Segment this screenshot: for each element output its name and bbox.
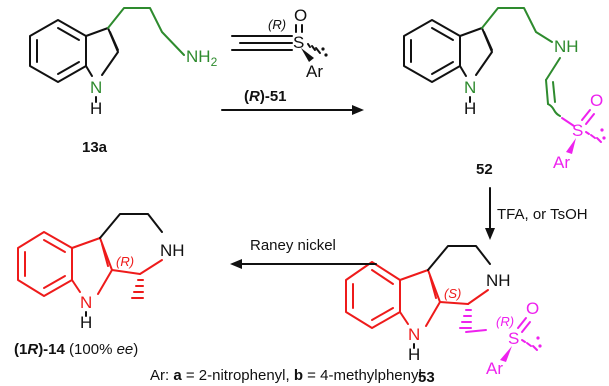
reaction-arrow-1	[221, 105, 364, 115]
dash-bond-51	[307, 43, 321, 54]
indole-h-14: H	[80, 313, 92, 332]
amine-label-13a: NH2	[186, 47, 218, 69]
ethylamine-chain-52	[481, 7, 553, 43]
nc1-bond-53	[467, 289, 489, 305]
dash-bond-52	[585, 131, 602, 143]
ethylamine-chain-13a	[107, 7, 185, 56]
pyrrole-ring-13a	[85, 27, 119, 77]
oxygen-atom-52: O	[590, 91, 603, 110]
compound-53-structure: NH (S) N H (R) S O	[345, 245, 542, 378]
lone-pair-dot	[324, 53, 328, 57]
so-double-bond-51	[295, 24, 303, 33]
alkyne-bonds-51	[231, 35, 293, 51]
amine-nh-label-53: NH	[486, 271, 511, 290]
compound-label-52: 52	[476, 161, 493, 178]
so-double-bond-52	[581, 109, 595, 125]
lone-pair-dot	[536, 336, 540, 340]
indole-n-13a: N	[90, 78, 102, 97]
indole-h-53: H	[408, 345, 420, 364]
piperidine-ring-14	[99, 213, 163, 239]
pyrrole-ring-53	[399, 269, 441, 327]
stereo-descriptor-14: (R)	[116, 254, 134, 269]
indole-h-52: H	[464, 99, 476, 118]
lone-pair-dot	[602, 136, 606, 140]
reaction-arrow-2	[485, 187, 495, 240]
sulfur-atom-52: S	[572, 121, 583, 140]
footnote-aryl-definitions: Ar: a = 2-nitrophenyl, b = 4-methylpheny…	[150, 367, 422, 384]
ch2-bond-53	[465, 329, 487, 333]
compound-label-53: 53	[418, 369, 435, 386]
sulfoxide-52: S O Ar	[553, 91, 606, 172]
condition-raney-nickel: Raney nickel	[250, 237, 336, 254]
sulfur-atom-53: S	[508, 329, 519, 348]
sulfoxide-53: S O Ar	[486, 299, 542, 378]
sulfur-atom-51: S	[293, 33, 304, 52]
stereo-descriptor-51: (R)	[268, 17, 286, 32]
benzene-ring-53	[345, 261, 401, 329]
compound-13a-structure: NH2 N H	[29, 7, 218, 118]
aryl-label-52: Ar	[553, 153, 570, 172]
aryl-label-53: Ar	[486, 359, 503, 378]
reagent-51-structure: (R) S O Ar	[231, 6, 328, 81]
hashed-methyl-bond-14	[131, 279, 144, 299]
benzene-ring-52	[403, 19, 461, 83]
wedge-bond-53	[500, 346, 512, 362]
pyrrole-ring-52	[459, 27, 493, 77]
oxygen-atom-53: O	[526, 299, 539, 318]
reaction-arrow-3	[230, 259, 377, 269]
hashed-bond-53	[459, 309, 472, 329]
nc1-bond-14	[139, 259, 163, 275]
dash-bond-53	[521, 339, 538, 351]
sulfoxide-stereo-53: (R)	[496, 314, 514, 329]
amine-nh-label-52: NH	[554, 37, 579, 56]
wedge-bond-52	[566, 138, 576, 154]
wedge-bond-51	[301, 48, 314, 62]
aryl-label-51: Ar	[306, 62, 323, 81]
stereo-descriptor-53: (S)	[444, 286, 461, 301]
benzene-ring-13a	[29, 19, 87, 83]
c1-c9a-bond-14	[111, 269, 141, 275]
amine-nh-label-14: NH	[160, 241, 185, 260]
condition-acid: TFA, or TsOH	[497, 206, 588, 223]
lone-pair-dot	[538, 344, 542, 348]
c1-c9a-bond-53	[439, 301, 469, 305]
piperidine-ring-53	[427, 245, 491, 271]
compound-label-14: (1R)-14 (100% ee)	[14, 341, 138, 358]
compound-14-structure: NH (R) N H	[17, 213, 185, 332]
pyrrole-ring-14	[71, 237, 113, 295]
compound-label-13a: 13a	[82, 139, 108, 156]
lone-pair-dot	[321, 47, 325, 51]
indole-h-13a: H	[90, 99, 102, 118]
compound-52-structure: NH N H S O Ar	[403, 7, 606, 172]
benzene-ring-14	[17, 231, 73, 297]
so-double-bond-53	[517, 317, 531, 333]
oxygen-atom-51: O	[294, 6, 307, 25]
indole-n-52: N	[464, 78, 476, 97]
compound-label-51: (R)-51	[244, 88, 287, 105]
enamine-bonds-52	[545, 57, 561, 105]
lone-pair-dot	[600, 128, 604, 132]
wavy-bond-52	[547, 103, 561, 117]
indole-n-53: N	[408, 325, 420, 344]
indole-n-14: N	[80, 293, 92, 312]
